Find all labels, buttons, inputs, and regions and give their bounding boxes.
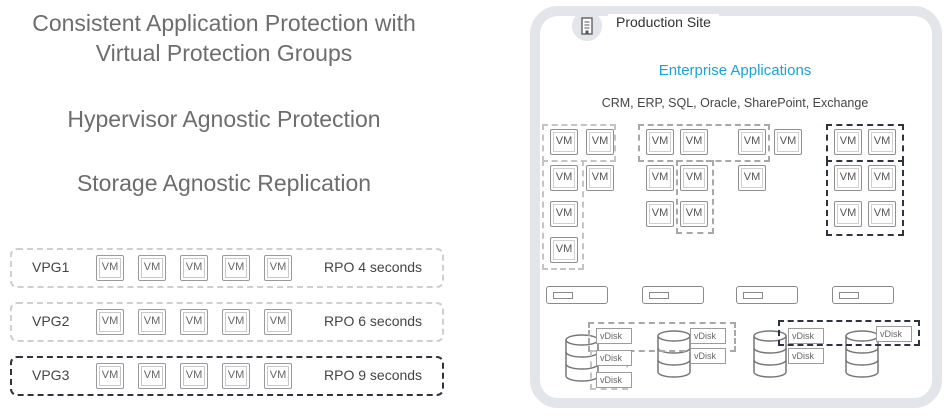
site-vm-box: VM: [586, 165, 614, 191]
vpg-row: VPG2 VM VM VM VM VM RPO 6 seconds: [10, 302, 444, 342]
vm-box: VM: [96, 255, 124, 281]
vm-box: VM: [222, 363, 250, 389]
vm-box: VM: [180, 363, 208, 389]
vdisk-group-4: [778, 320, 920, 346]
site-vm-box: VM: [738, 129, 766, 155]
site-vm-box: VM: [680, 129, 708, 155]
vm-box: VM: [264, 309, 292, 335]
vdisk: vDisk: [690, 328, 726, 344]
vdisk: vDisk: [788, 328, 824, 344]
site-vm-box: VM: [680, 201, 708, 227]
site-vm-box: VM: [550, 129, 578, 155]
site-vm-box: VM: [868, 201, 896, 227]
site-vm-box: VM: [680, 165, 708, 191]
server-2: [642, 286, 704, 304]
site-vm-box: VM: [738, 165, 766, 191]
apps-title: Enterprise Applications: [658, 62, 812, 79]
vdisk-group-2-top: [588, 322, 736, 352]
app-group-1-top: [542, 124, 616, 162]
site-vm-box: VM: [868, 129, 896, 155]
site-vm-box: VM: [646, 129, 674, 155]
vdisk: vDisk: [596, 328, 632, 344]
site-title: Production Site: [608, 14, 719, 30]
site-vm-box: VM: [646, 201, 674, 227]
site-vm-box: VM: [834, 201, 862, 227]
heading-consistent-protection: Consistent Application Protection with V…: [0, 8, 448, 68]
vdisk: vDisk: [690, 348, 726, 364]
site-vm-box: VM: [586, 129, 614, 155]
site-vm-box: VM: [774, 129, 802, 155]
vpg-rpo: RPO 4 seconds: [324, 259, 423, 275]
app-group-2-column: [676, 160, 714, 234]
vpg-rpo: RPO 6 seconds: [324, 313, 423, 329]
vm-box: VM: [264, 363, 292, 389]
site-vm-box: VM: [868, 165, 896, 191]
app-group-4-body: [826, 160, 904, 236]
vpg-label: VPG3: [32, 367, 70, 383]
site-vm-box: VM: [646, 165, 674, 191]
app-group-4-top: [826, 124, 904, 162]
apps-list: CRM, ERP, SQL, Oracle, SharePoint, Excha…: [601, 96, 869, 110]
site-vm-box: VM: [834, 165, 862, 191]
vpg-label: VPG1: [32, 259, 70, 275]
vpg-rpo: RPO 9 seconds: [324, 367, 423, 383]
vm-box: VM: [180, 309, 208, 335]
vpg-label: VPG2: [32, 313, 70, 329]
server-4: [832, 286, 894, 304]
vm-box: VM: [96, 363, 124, 389]
vm-box: VM: [222, 255, 250, 281]
heading-hypervisor-agnostic: Hypervisor Agnostic Protection: [67, 106, 381, 132]
vpg-row: VPG1 VM VM VM VM VM RPO 4 seconds: [10, 248, 444, 288]
app-group-1-column: [542, 160, 584, 270]
vdisk: vDisk: [596, 372, 632, 388]
site-vm-box: VM: [550, 237, 578, 263]
vpg-row: VPG3 VM VM VM VM VM RPO 9 seconds: [10, 356, 444, 396]
heading-line-1: Consistent Application Protection with: [32, 10, 416, 36]
vm-box: VM: [222, 309, 250, 335]
vm-box: VM: [180, 255, 208, 281]
vm-box: VM: [138, 363, 166, 389]
server-3: [736, 286, 798, 304]
site-vm-box: VM: [550, 201, 578, 227]
heading-line-2: Virtual Protection Groups: [95, 40, 353, 66]
building-icon: [572, 11, 602, 41]
vdisk: vDisk: [876, 326, 912, 342]
vdisk: vDisk: [596, 350, 632, 366]
vm-box: VM: [264, 255, 292, 281]
server-1: [546, 286, 608, 304]
heading-storage-agnostic: Storage Agnostic Replication: [76, 170, 372, 196]
vm-box: VM: [138, 309, 166, 335]
vm-box: VM: [138, 255, 166, 281]
site-vm-box: VM: [550, 165, 578, 191]
vm-box: VM: [96, 309, 124, 335]
site-vm-box: VM: [834, 129, 862, 155]
vdisk: vDisk: [788, 348, 824, 364]
